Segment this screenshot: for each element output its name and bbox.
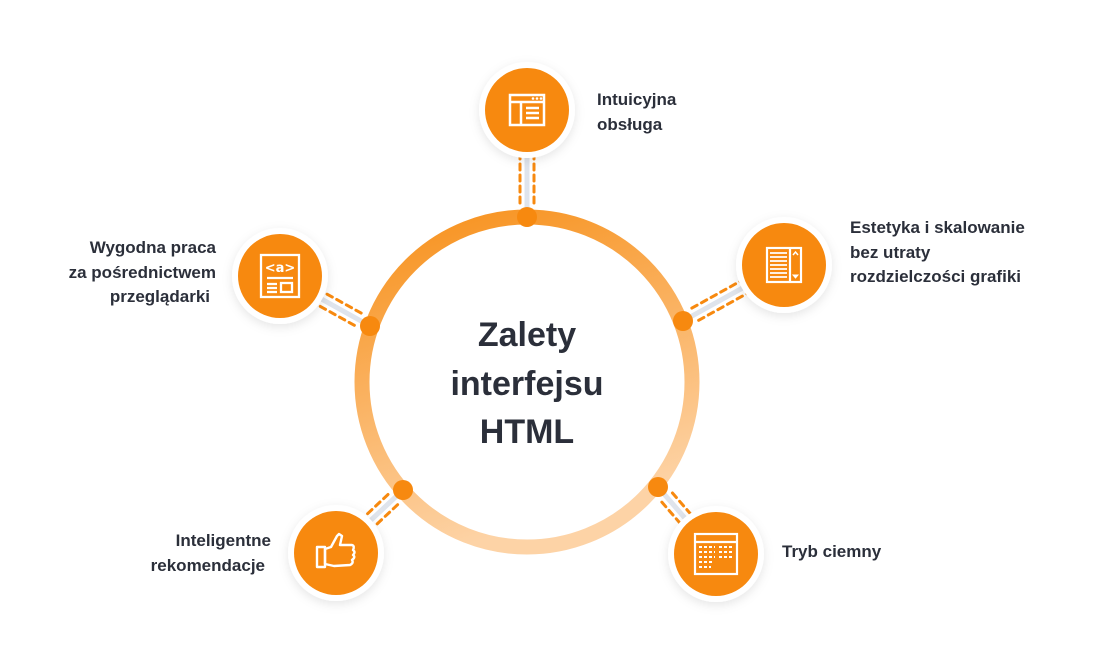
node-browser <box>238 234 322 318</box>
label-dark-mode: Tryb ciemny <box>782 540 881 565</box>
label-line: za pośrednictwem <box>68 262 216 282</box>
title-line: interfejsu <box>450 364 604 403</box>
connector-dash <box>690 279 742 310</box>
browser-window-icon <box>508 93 546 127</box>
node-dark-mode <box>674 512 758 596</box>
label-line: obsługa <box>597 114 663 134</box>
ring-dot <box>393 480 413 500</box>
label-intuitive: Intuicyjna obsługa <box>597 88 676 137</box>
diagram-title: Zalety interfejsu HTML <box>377 311 677 457</box>
label-line: Estetyka i skalowanie <box>850 218 1025 237</box>
connector-dash <box>697 291 749 322</box>
connector-dash <box>372 503 400 529</box>
node-intuitive <box>485 68 569 152</box>
ring-dot <box>360 316 380 336</box>
connector-dash <box>363 492 390 518</box>
connector-dash <box>322 290 363 315</box>
ring-dot <box>517 207 537 227</box>
label-line: Intuicyjna <box>597 90 677 109</box>
label-line: bez utraty <box>850 242 931 262</box>
thumbs-up-icon <box>315 532 356 569</box>
label-line: Tryb ciemny <box>782 542 882 561</box>
title-line: HTML <box>479 413 575 451</box>
label-line: przeglądarki <box>109 287 210 306</box>
table-layout-icon <box>693 532 739 576</box>
ring-dot <box>673 311 693 331</box>
label-line: rekomendacje <box>150 555 265 575</box>
html-page-icon: <a> <box>259 253 301 299</box>
scrollable-document-icon <box>765 246 803 284</box>
label-scaling: Estetyka i skalowanie bez utraty rozdzie… <box>850 216 1025 290</box>
node-recommendations <box>294 511 378 595</box>
label-browser: Wygodna praca za pośrednictwem przegląda… <box>69 236 216 310</box>
title-line: Zalety <box>477 316 577 354</box>
ring-dots <box>360 207 693 500</box>
svg-text:<a>: <a> <box>265 261 296 276</box>
connector-dash <box>315 302 356 327</box>
connectors <box>315 154 749 529</box>
connector-dash <box>660 500 683 526</box>
label-line: Wygodna praca <box>89 238 216 257</box>
label-line: Inteligentne <box>175 531 271 550</box>
connector-line <box>681 285 745 324</box>
connector-dash <box>670 491 693 517</box>
ring-dot <box>648 477 668 497</box>
label-recommendations: Inteligentne rekomendacje <box>151 529 271 578</box>
label-line: rozdzielczości grafiki <box>850 267 1021 286</box>
